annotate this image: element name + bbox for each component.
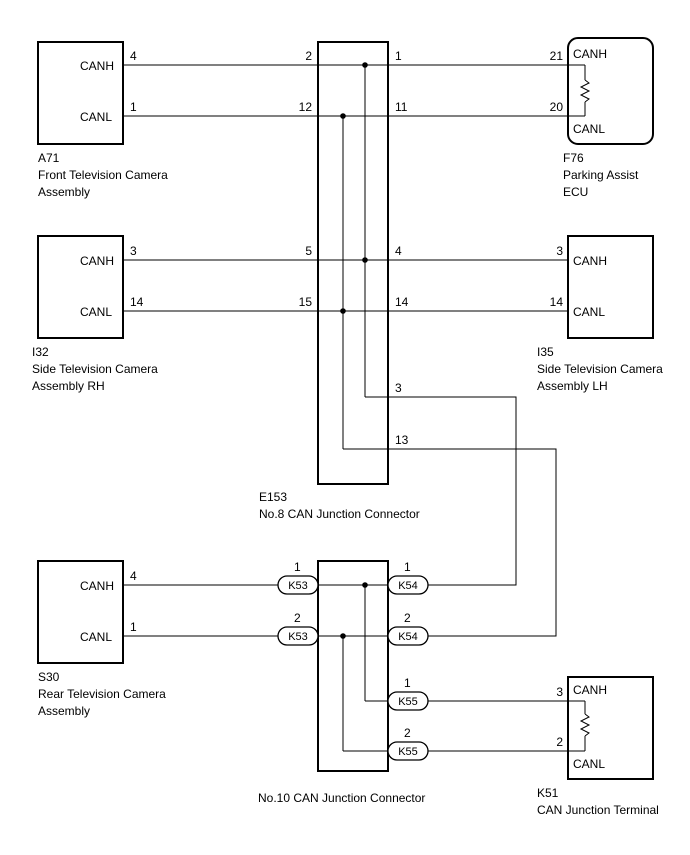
connector-k55-canh: K55 1 (387, 676, 429, 711)
i35-pin-h: 3 (556, 244, 563, 258)
s30-id: S30 (38, 670, 60, 684)
connector-k53-canh: K53 1 (277, 560, 319, 595)
k53-label: K53 (288, 580, 308, 592)
s30-pin-h: 4 (130, 569, 137, 583)
a71-canh-label: CANH (80, 59, 114, 73)
no10-connector-body (317, 560, 389, 772)
k54-pin-h: 1 (404, 560, 411, 574)
i32-name-line1: Side Television Camera (32, 362, 158, 376)
i35-canh-label: CANH (573, 254, 607, 268)
a71-pin-h: 4 (130, 49, 137, 63)
f76-pin-l: 20 (550, 100, 564, 114)
e153-pin-label: 1 (395, 49, 402, 63)
splice-point (340, 633, 346, 639)
e153-pin-label: 2 (305, 49, 312, 63)
splice-point (362, 582, 368, 588)
component-f76: CANH CANL 21 20 F76 Parking Assist ECU (550, 37, 654, 199)
e153-pin-label: 11 (395, 100, 408, 114)
k54-label: K54 (398, 580, 418, 592)
e153-pin-label: 5 (305, 244, 312, 258)
a71-canl-label: CANL (80, 110, 112, 124)
i32-canl-label: CANL (80, 305, 112, 319)
i35-name-line2: Assembly LH (537, 379, 608, 393)
a71-name-line2: Assembly (38, 185, 90, 199)
e153-internal (318, 64, 388, 450)
e153-pin-label: 13 (395, 433, 409, 447)
f76-id: F76 (563, 151, 584, 165)
component-i32: CANH CANL 3 14 I32 Side Television Camer… (32, 235, 158, 393)
s30-canl-label: CANL (80, 630, 112, 644)
component-k51: CANH CANL 3 2 K51 CAN Junction Terminal (537, 676, 659, 817)
k51-canl-label: CANL (573, 757, 605, 771)
k54-label: K54 (398, 631, 418, 643)
k51-name-line1: CAN Junction Terminal (537, 803, 659, 817)
s30-pin-l: 1 (130, 620, 137, 634)
resistor-icon (579, 713, 591, 737)
k54-pin-l: 2 (404, 611, 411, 625)
connector-k54-canl: K54 2 (387, 611, 429, 646)
k55-label: K55 (398, 696, 418, 708)
k51-pin-l: 2 (556, 735, 563, 749)
i32-pin-h: 3 (130, 244, 137, 258)
splice-point (340, 113, 346, 119)
e153-pin-label: 14 (395, 295, 409, 309)
connector-k54-canh: K54 1 (387, 560, 429, 595)
i32-id: I32 (32, 345, 49, 359)
f76-name-line1: Parking Assist (563, 168, 639, 182)
no10-internal (318, 584, 388, 752)
k51-id: K51 (537, 786, 559, 800)
a71-pin-l: 1 (130, 100, 137, 114)
f76-pin-h: 21 (550, 49, 564, 63)
i32-canh-label: CANH (80, 254, 114, 268)
f76-canl-label: CANL (573, 122, 605, 136)
e153-connector-body (317, 41, 389, 485)
k51-canh-label: CANH (573, 683, 607, 697)
splice-point (340, 308, 346, 314)
i32-name-line2: Assembly RH (32, 379, 105, 393)
f76-name-line2: ECU (563, 185, 588, 199)
s30-name-line1: Rear Television Camera (38, 687, 166, 701)
k53-label: K53 (288, 631, 308, 643)
i32-pin-l: 14 (130, 295, 144, 309)
component-a71: CANH CANL 4 1 A71 Front Television Camer… (37, 41, 168, 199)
k55-pin-l: 2 (404, 726, 411, 740)
i35-name-line1: Side Television Camera (537, 362, 663, 376)
connector-k55-canl: K55 2 (387, 726, 429, 761)
e153-pin-label: 12 (299, 100, 313, 114)
f76-canh-label: CANH (573, 47, 607, 61)
no10-name: No.10 CAN Junction Connector (258, 791, 425, 805)
s30-canh-label: CANH (80, 579, 114, 593)
component-s30: CANH CANL 4 1 S30 Rear Television Camera… (37, 560, 166, 718)
splice-point (362, 257, 368, 263)
k53-pin-l: 2 (294, 611, 301, 625)
resistor-icon (579, 79, 591, 103)
e153-name: No.8 CAN Junction Connector (259, 507, 420, 521)
e153-pin-label: 3 (395, 381, 402, 395)
a71-name-line1: Front Television Camera (38, 168, 168, 182)
e153-id: E153 (259, 490, 287, 504)
k55-label: K55 (398, 746, 418, 758)
k53-pin-h: 1 (294, 560, 301, 574)
s30-name-line2: Assembly (38, 704, 90, 718)
e153-pin-label: 15 (299, 295, 313, 309)
e153-pin-label: 4 (395, 244, 402, 258)
k51-pin-h: 3 (556, 685, 563, 699)
k55-pin-h: 1 (404, 676, 411, 690)
i35-canl-label: CANL (573, 305, 605, 319)
a71-id: A71 (38, 151, 60, 165)
i35-id: I35 (537, 345, 554, 359)
connector-k53-canl: K53 2 (277, 611, 319, 646)
component-i35: CANH CANL 3 14 I35 Side Television Camer… (537, 235, 663, 393)
splice-point (362, 62, 368, 68)
i35-pin-l: 14 (550, 295, 564, 309)
